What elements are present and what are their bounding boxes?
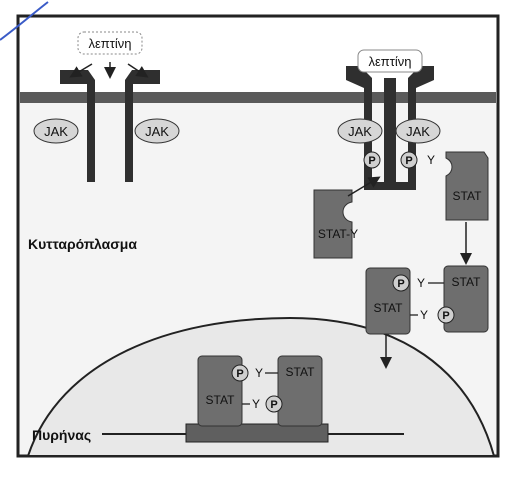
jak-left-2: JAK — [134, 118, 180, 144]
svg-text:STAT-Y: STAT-Y — [318, 227, 358, 241]
svg-text:P: P — [397, 278, 404, 290]
tyrosine-label-receptor: Y — [427, 153, 435, 167]
svg-text:Y: Y — [255, 366, 263, 380]
leptin-label-right: λεπτίνη — [368, 54, 411, 69]
stat-free: STAT-Y — [313, 189, 358, 259]
stat-docked: STAT — [445, 151, 489, 221]
svg-text:Y: Y — [252, 397, 260, 411]
svg-text:P: P — [442, 310, 449, 322]
jak-right-2: JAK — [395, 118, 441, 144]
svg-text:P: P — [270, 399, 277, 411]
svg-text:STAT: STAT — [374, 301, 404, 315]
leptin-ligand-right: λεπτίνη — [357, 49, 423, 73]
svg-text:Y: Y — [420, 308, 428, 322]
svg-text:STAT: STAT — [452, 275, 482, 289]
svg-text:P: P — [405, 155, 412, 167]
leptin-ligand-left: λεπτίνη — [77, 31, 143, 55]
svg-text:P: P — [368, 155, 375, 167]
nucleus-label: Πυρήνας — [32, 427, 91, 443]
arrow-stat-to-receptor — [347, 176, 381, 197]
jak-right-1: JAK — [337, 118, 383, 144]
cytoplasm-label: Κυτταρόπλασμα — [28, 236, 137, 252]
stat-dimer-nucleus: STAT STAT P Y Y P — [197, 355, 323, 427]
phospho-2: P — [400, 151, 418, 169]
phospho-1: P — [363, 151, 381, 169]
arrow-left — [69, 63, 93, 78]
inactive-receptor — [60, 70, 160, 182]
arrow-right — [127, 63, 149, 78]
svg-text:P: P — [236, 368, 243, 380]
cell-membrane — [20, 92, 496, 103]
svg-text:STAT: STAT — [286, 365, 316, 379]
svg-text:JAK: JAK — [406, 124, 430, 139]
gene-promoter — [185, 423, 329, 443]
svg-text:STAT: STAT — [453, 189, 483, 203]
svg-text:JAK: JAK — [348, 124, 372, 139]
svg-text:STAT: STAT — [206, 393, 236, 407]
svg-text:Y: Y — [417, 276, 425, 290]
nucleus — [26, 316, 496, 457]
stat-dimer-cytoplasm: STAT STAT P Y Y P — [365, 265, 489, 335]
pen-mark — [0, 1, 49, 41]
svg-text:JAK: JAK — [44, 124, 68, 139]
leptin-label-left: λεπτίνη — [88, 36, 131, 51]
svg-text:JAK: JAK — [145, 124, 169, 139]
jak-left-1: JAK — [33, 118, 79, 144]
